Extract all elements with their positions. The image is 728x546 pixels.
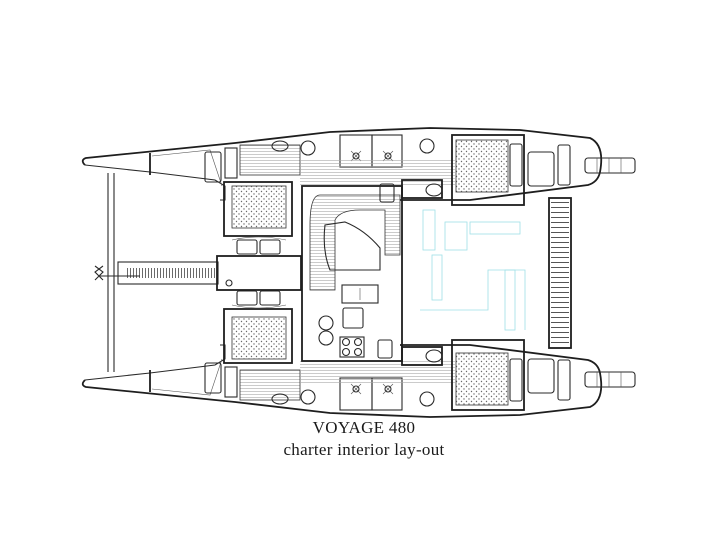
drawing-title: VOYAGE 480 — [312, 418, 416, 437]
bridgedeck — [216, 179, 443, 366]
drawing-subtitle: charter interior lay-out — [283, 440, 445, 459]
starboard-hull — [81, 290, 636, 418]
saloon-furniture — [420, 209, 526, 331]
foredeck — [94, 173, 219, 372]
cockpit — [548, 197, 572, 349]
